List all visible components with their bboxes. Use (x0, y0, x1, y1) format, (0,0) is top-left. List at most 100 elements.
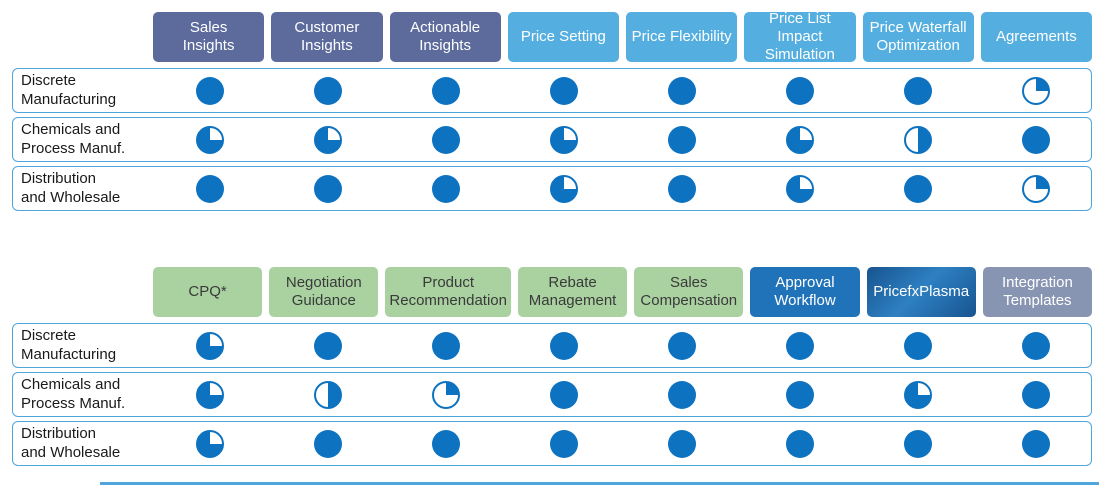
coverage-cell (272, 380, 383, 409)
coverage-cell (980, 380, 1091, 409)
row-label: Chemicals and Process Manuf. (21, 375, 126, 412)
bottom-divider (100, 482, 1099, 485)
harvey-ball-100-icon (313, 174, 342, 203)
coverage-cell (980, 76, 1091, 105)
coverage-cell (626, 76, 737, 105)
harvey-ball-100-icon (313, 429, 342, 458)
harvey-ball-75-icon (785, 174, 814, 203)
coverage-cell (154, 174, 265, 203)
harvey-ball-75-icon (195, 331, 224, 360)
row-label: Distribution and Wholesale (21, 424, 121, 461)
coverage-cell (154, 429, 265, 458)
harvey-ball-100-icon (431, 76, 460, 105)
harvey-ball-100-icon (667, 331, 696, 360)
coverage-cell (626, 125, 737, 154)
coverage-cell (508, 76, 619, 105)
harvey-ball-100-icon (549, 76, 578, 105)
harvey-ball-100-icon (195, 76, 224, 105)
coverage-cell (508, 380, 619, 409)
harvey-ball-75-icon (195, 380, 224, 409)
column-header: Sales Compensation (634, 267, 744, 317)
harvey-ball-50-icon (313, 380, 342, 409)
coverage-cell (508, 331, 619, 360)
row-label: Discrete Manufacturing (21, 326, 117, 363)
table-row: Chemicals and Process Manuf. (12, 117, 1092, 162)
column-header: Actionable Insights (389, 12, 501, 62)
harvey-ball-100-icon (313, 331, 342, 360)
table-row: Discrete Manufacturing (12, 68, 1092, 113)
harvey-ball-75-icon (549, 125, 578, 154)
harvey-ball-75-icon (903, 380, 932, 409)
coverage-cell (862, 76, 973, 105)
harvey-ball-25-icon (1021, 76, 1050, 105)
column-header: PricefxPlasma (866, 267, 976, 317)
coverage-cell (154, 331, 265, 360)
harvey-ball-100-icon (667, 429, 696, 458)
harvey-ball-100-icon (431, 429, 460, 458)
column-header: Price List Impact Simulation (744, 10, 856, 63)
coverage-cell (980, 174, 1091, 203)
coverage-cell (508, 125, 619, 154)
coverage-cell (744, 331, 855, 360)
harvey-ball-75-icon (195, 125, 224, 154)
coverage-cell (980, 331, 1091, 360)
coverage-cell (626, 331, 737, 360)
harvey-ball-100-icon (667, 174, 696, 203)
coverage-cell (390, 380, 501, 409)
harvey-ball-100-icon (667, 125, 696, 154)
coverage-cell (390, 125, 501, 154)
column-header: Agreements (980, 12, 1092, 62)
harvey-ball-100-icon (431, 331, 460, 360)
harvey-ball-100-icon (1021, 331, 1050, 360)
coverage-cell (272, 331, 383, 360)
row-label: Chemicals and Process Manuf. (21, 120, 126, 157)
harvey-ball-100-icon (549, 380, 578, 409)
column-header: Negotiation Guidance (269, 267, 379, 317)
harvey-ball-100-icon (1021, 429, 1050, 458)
harvey-ball-100-icon (785, 429, 814, 458)
coverage-cell (272, 429, 383, 458)
coverage-cell (862, 429, 973, 458)
table-row: Distribution and Wholesale (12, 421, 1092, 466)
coverage-cell (154, 76, 265, 105)
harvey-ball-25-icon (1021, 174, 1050, 203)
coverage-cell (744, 429, 855, 458)
harvey-ball-100-icon (313, 76, 342, 105)
coverage-cell (744, 76, 855, 105)
coverage-cell (154, 125, 265, 154)
coverage-cell (744, 174, 855, 203)
harvey-ball-75-icon (549, 174, 578, 203)
column-header: Sales Insights (153, 12, 265, 62)
coverage-cell (390, 174, 501, 203)
coverage-cell (626, 380, 737, 409)
harvey-ball-100-icon (903, 331, 932, 360)
column-header: CPQ* (153, 267, 263, 317)
harvey-ball-100-icon (903, 429, 932, 458)
harvey-ball-100-icon (549, 331, 578, 360)
column-header: Approval Workflow (750, 267, 860, 317)
coverage-cell (390, 331, 501, 360)
harvey-ball-100-icon (431, 174, 460, 203)
header-spacer (12, 267, 146, 317)
coverage-cell (862, 380, 973, 409)
harvey-ball-100-icon (1021, 125, 1050, 154)
coverage-cell (744, 125, 855, 154)
harvey-ball-75-icon (195, 429, 224, 458)
coverage-cell (980, 429, 1091, 458)
coverage-cell (272, 125, 383, 154)
coverage-cell (154, 380, 265, 409)
column-header: Price Flexibility (626, 12, 738, 62)
harvey-ball-100-icon (549, 429, 578, 458)
harvey-ball-100-icon (667, 76, 696, 105)
harvey-ball-75-icon (313, 125, 342, 154)
coverage-cell (980, 125, 1091, 154)
table-row: Distribution and Wholesale (12, 166, 1092, 211)
harvey-ball-100-icon (1021, 380, 1050, 409)
row-label: Discrete Manufacturing (21, 71, 117, 108)
table-row: Discrete Manufacturing (12, 323, 1092, 368)
coverage-cell (508, 174, 619, 203)
harvey-ball-100-icon (903, 174, 932, 203)
